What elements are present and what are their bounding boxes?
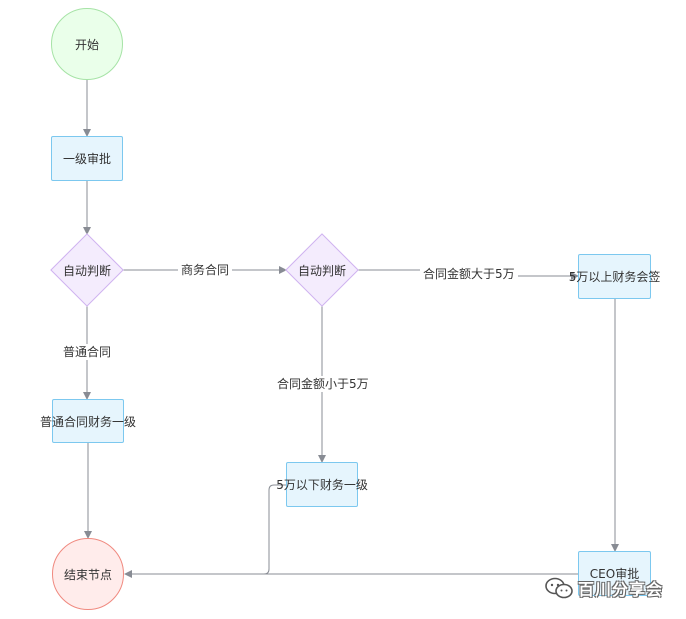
ceo-approval-label: CEO审批 [589, 567, 640, 581]
auto-judge-2-node[interactable]: 自动判断 [285, 233, 359, 307]
start-node[interactable]: 开始 [51, 8, 123, 80]
edge-below5w-to-end [200, 484, 286, 575]
edge-label-amount-gt-5w: 合同金额大于5万 [420, 266, 518, 282]
level1-approval-label: 一级审批 [62, 152, 111, 166]
below-5w-finance-node[interactable]: 5万以下财务一级 [276, 462, 368, 507]
end-node-label: 结束节点 [63, 567, 112, 582]
general-contract-finance-node[interactable]: 普通合同财务一级 [40, 399, 136, 443]
wechat-icon [545, 577, 573, 599]
auto-judge-1-label: 自动判断 [62, 263, 111, 278]
below-5w-finance-label: 5万以下财务一级 [276, 478, 368, 492]
watermark: 百川分享会 [544, 576, 663, 600]
auto-judge-2-label: 自动判断 [297, 263, 346, 278]
auto-judge-1-node[interactable]: 自动判断 [50, 233, 124, 307]
general-contract-finance-label: 普通合同财务一级 [40, 414, 137, 429]
edge-label-amount-lt-5w: 合同金额小于5万 [274, 376, 372, 392]
edge-label-business-contract: 商务合同 [178, 262, 233, 278]
edge-label-general-contract: 普通合同 [60, 344, 115, 360]
end-node[interactable]: 结束节点 [52, 538, 124, 610]
above-5w-finance-cosign-label: 5万以上财务会签 [568, 270, 661, 284]
watermark-text: 百川分享会 [578, 580, 664, 599]
ceo-approval-node[interactable]: CEO审批 [578, 551, 651, 596]
above-5w-finance-cosign-node[interactable]: 5万以上财务会签 [569, 254, 660, 299]
start-node-label: 开始 [74, 37, 99, 52]
level1-approval-node[interactable]: 一级审批 [51, 136, 123, 181]
